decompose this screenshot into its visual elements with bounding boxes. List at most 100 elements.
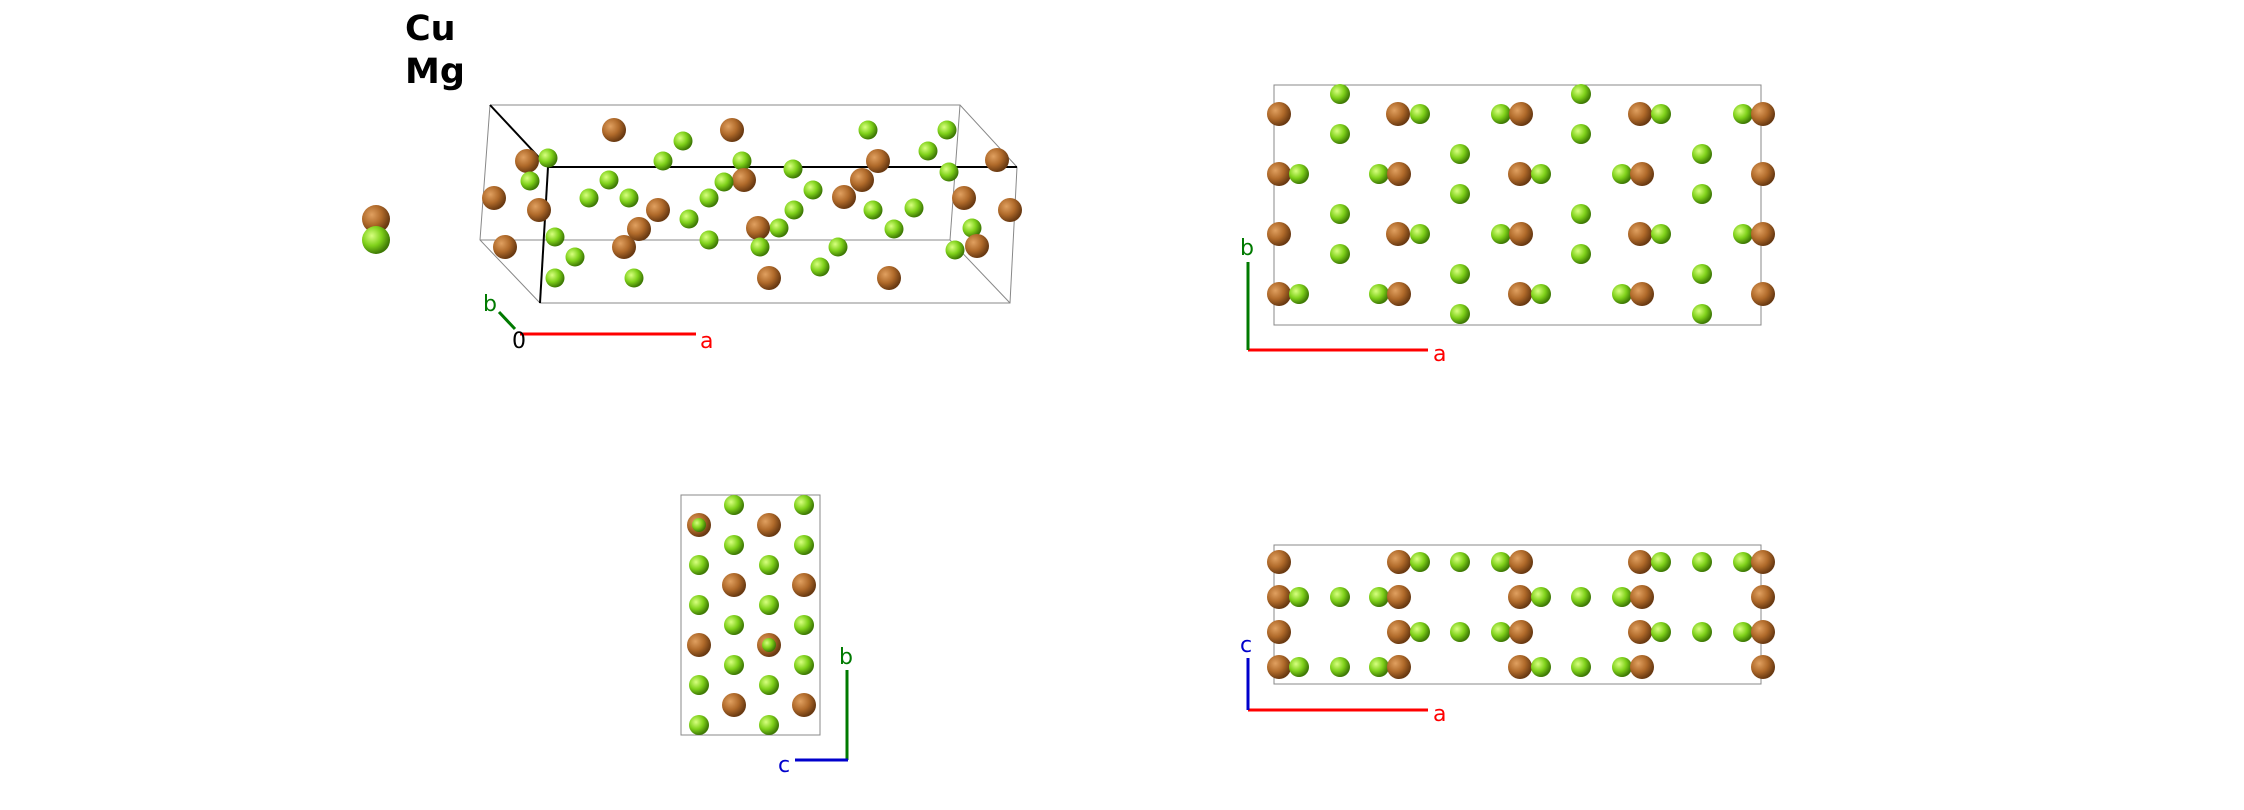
ab-mg-atom: [1733, 104, 1753, 124]
ac-mg-atom: [1450, 552, 1470, 572]
ab-mg-atom: [1692, 264, 1712, 284]
ab-mg-atom: [1450, 304, 1470, 324]
ac-mg-atom: [1692, 622, 1712, 642]
ab-cu-atom: [1508, 162, 1532, 186]
persp-mg-atom: [784, 200, 804, 220]
element-legend: Cu Mg: [405, 8, 465, 94]
ac-mg-atom: [1733, 622, 1753, 642]
ab-mg-atom: [1450, 184, 1470, 204]
ac-mg-atom: [1289, 587, 1309, 607]
persp-cu-atom: [515, 149, 539, 173]
persp-mg-atom: [538, 148, 558, 168]
ab-mg-atom: [1651, 104, 1671, 124]
ab-mg-atom: [1531, 284, 1551, 304]
ac-mg-atom: [1612, 587, 1632, 607]
ab-cu-atom: [1386, 222, 1410, 246]
perspective-origin-label: 0: [512, 329, 526, 354]
cb-mg-atom: [689, 595, 709, 615]
ac-mg-atom: [1571, 657, 1591, 677]
persp-cu-atom: [746, 216, 770, 240]
persp-cu-atom: [866, 149, 890, 173]
ab-cu-atom: [1508, 282, 1532, 306]
persp-cu-atom: [965, 234, 989, 258]
cb-mg-atom: [759, 595, 779, 615]
persp-mg-atom: [828, 237, 848, 257]
ac-cu-atom: [1387, 620, 1411, 644]
ab-cu-atom: [1628, 102, 1652, 126]
ab-mg-atom: [1692, 304, 1712, 324]
cb-mg-atom: [759, 715, 779, 735]
ab-plane-atoms: [1267, 84, 1775, 324]
perspective-axes: b 0 a: [483, 292, 713, 354]
ac-mg-atom: [1289, 657, 1309, 677]
ac-mg-atom: [1733, 552, 1753, 572]
ab-mg-atom: [1612, 164, 1632, 184]
legend-sample-atoms: [362, 205, 390, 254]
persp-mg-atom: [750, 237, 770, 257]
ab-mg-atom: [1289, 164, 1309, 184]
persp-cu-atom: [757, 266, 781, 290]
ab-mg-atom: [1410, 104, 1430, 124]
persp-mg-atom: [945, 240, 965, 260]
cb-mg-atom: [759, 675, 779, 695]
cb-cu-atom: [757, 513, 781, 537]
persp-cu-atom: [732, 168, 756, 192]
ac-mg-atom: [1571, 587, 1591, 607]
cb-cu-atom: [792, 693, 816, 717]
persp-mg-atom: [858, 120, 878, 140]
ab-cu-atom: [1267, 282, 1291, 306]
ac-mg-atom: [1450, 622, 1470, 642]
ac-cu-atom: [1628, 620, 1652, 644]
persp-mg-atom: [599, 170, 619, 190]
persp-cu-atom: [627, 217, 651, 241]
ab-mg-atom: [1450, 144, 1470, 164]
perspective-front-edges: [489, 104, 1017, 304]
cb-mg-atom: [689, 675, 709, 695]
ab-cu-atom: [1386, 102, 1410, 126]
perspective-atoms: [482, 118, 1022, 290]
ac-mg-atom: [1369, 587, 1389, 607]
cb-cu-atom: [687, 633, 711, 657]
ac-axis-a-label: a: [1433, 702, 1446, 727]
legend-mg-atom: [362, 226, 390, 254]
persp-mg-atom: [769, 218, 789, 238]
persp-mg-atom: [714, 172, 734, 192]
cb-mg-atom: [724, 655, 744, 675]
persp-cu-atom: [850, 168, 874, 192]
persp-cu-atom: [527, 198, 551, 222]
legend-cu-label: Cu: [405, 9, 456, 49]
ac-mg-atom: [1491, 552, 1511, 572]
ab-mg-atom: [1571, 84, 1591, 104]
ab-mg-atom: [1491, 224, 1511, 244]
ac-cu-atom: [1751, 655, 1775, 679]
ac-plane-atoms: [1267, 550, 1775, 679]
perspective-axis-b-label: b: [483, 292, 497, 317]
cb-plane-axes: b c: [778, 645, 853, 778]
ab-mg-atom: [1571, 124, 1591, 144]
persp-cu-atom: [952, 186, 976, 210]
ac-cu-atom: [1751, 585, 1775, 609]
perspective-axis-a-label: a: [700, 329, 713, 354]
ab-mg-atom: [1531, 164, 1551, 184]
ab-cu-atom: [1751, 102, 1775, 126]
ab-axis-a-label: a: [1433, 342, 1446, 367]
ac-cu-atom: [1267, 585, 1291, 609]
ab-mg-atom: [1692, 184, 1712, 204]
persp-cu-atom: [985, 148, 1009, 172]
ab-mg-atom: [1612, 284, 1632, 304]
ab-axis-b-label: b: [1240, 236, 1254, 261]
persp-mg-atom: [863, 200, 883, 220]
ab-cu-atom: [1751, 222, 1775, 246]
cb-mg-atom: [724, 495, 744, 515]
ab-cu-atom: [1387, 282, 1411, 306]
ab-mg-atom: [1571, 244, 1591, 264]
persp-cu-atom: [832, 185, 856, 209]
ab-mg-atom: [1289, 284, 1309, 304]
persp-mg-atom: [884, 219, 904, 239]
persp-cu-atom: [998, 198, 1022, 222]
cb-mg-atom: [724, 535, 744, 555]
persp-mg-atom: [699, 188, 719, 208]
cb-cell-outline: [680, 494, 821, 736]
persp-cu-atom: [877, 266, 901, 290]
ac-cu-atom: [1508, 585, 1532, 609]
